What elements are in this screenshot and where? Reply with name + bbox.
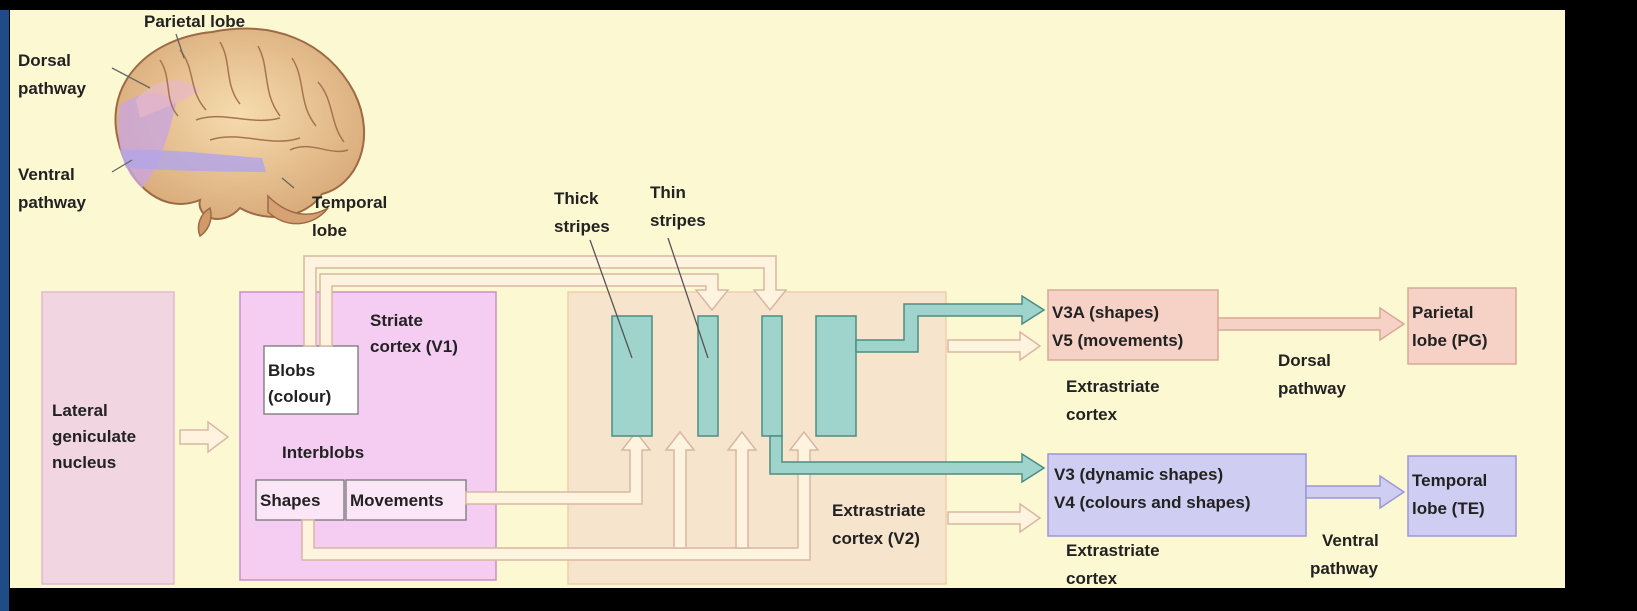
blobs-label-line1: Blobs	[268, 361, 315, 380]
parietal-pg-label-line1: Parietal	[1412, 303, 1473, 322]
temporal-te-label-line2: lobe (TE)	[1412, 499, 1485, 518]
v3-label: V3 (dynamic shapes)	[1054, 465, 1223, 484]
temporal-te-label-line1: Temporal	[1412, 471, 1487, 490]
v1-title-line2: cortex (V1)	[370, 337, 458, 356]
thick-stripes-label-line1: Thick	[554, 189, 599, 208]
ventral-pathway-line1: Ventral	[1322, 531, 1379, 550]
dorsal-pathway-line2: pathway	[1278, 379, 1347, 398]
thin-stripes-label-line1: Thin	[650, 183, 686, 202]
v1-title-line1: Striate	[370, 311, 423, 330]
v4-label: V4 (colours and shapes)	[1054, 493, 1251, 512]
shapes-label: Shapes	[260, 491, 320, 510]
interblobs-label: Interblobs	[282, 443, 364, 462]
v3a-label: V3A (shapes)	[1052, 303, 1159, 322]
thick-stripes-label-line2: stripes	[554, 217, 610, 236]
temporal-lobe-te-box	[1408, 456, 1516, 536]
ventral-pathway-label-line2: pathway	[18, 193, 87, 212]
dorsal-extrastriate-line1: Extrastriate	[1066, 377, 1160, 396]
lgn-label-line1: Lateral	[52, 401, 108, 420]
blobs-label-line2: (colour)	[268, 387, 331, 406]
ventral-pathway-label-line1: Ventral	[18, 165, 75, 184]
movements-label: Movements	[350, 491, 444, 510]
ventral-pathway-line2: pathway	[1310, 559, 1379, 578]
lgn-label-line2: geniculate	[52, 427, 136, 446]
temporal-lobe-label-line2: lobe	[312, 221, 347, 240]
stripe-4	[816, 316, 856, 436]
v1-box	[240, 292, 496, 580]
thin-stripes-label-line2: stripes	[650, 211, 706, 230]
parietal-lobe-label: Parietal lobe	[144, 12, 245, 31]
ventral-extrastriate-line1: Extrastriate	[1066, 541, 1160, 560]
side-accent-bar	[0, 10, 9, 611]
ventral-extrastriate-line2: cortex	[1066, 569, 1118, 588]
interstripe	[762, 316, 782, 436]
dorsal-pathway-line1: Dorsal	[1278, 351, 1331, 370]
v5-label: V5 (movements)	[1052, 331, 1183, 350]
lgn-label-line3: nucleus	[52, 453, 116, 472]
parietal-pg-label-line2: lobe (PG)	[1412, 331, 1488, 350]
v2-title-line1: Extrastriate	[832, 501, 926, 520]
temporal-lobe-label-line1: Temporal	[312, 193, 387, 212]
v2-title-line2: cortex (V2)	[832, 529, 920, 548]
dorsal-pathway-label-line1: Dorsal	[18, 51, 71, 70]
dorsal-pathway-label-line2: pathway	[18, 79, 87, 98]
thin-stripe	[698, 316, 718, 436]
parietal-lobe-pg-box	[1408, 288, 1516, 364]
dorsal-extrastriate-line2: cortex	[1066, 405, 1118, 424]
thick-stripe	[612, 316, 652, 436]
